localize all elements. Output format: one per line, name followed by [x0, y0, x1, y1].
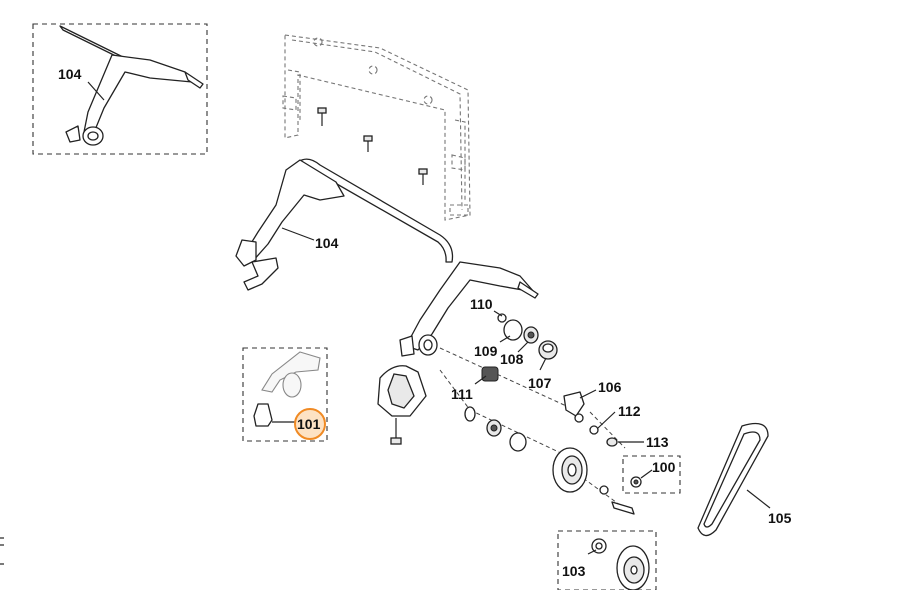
belt-105 — [697, 422, 771, 537]
detail-box-101 — [242, 347, 328, 442]
callout-110[interactable]: 110 — [470, 296, 493, 312]
detail-box-104 — [32, 23, 208, 155]
callout-112[interactable]: 112 — [618, 403, 641, 419]
callout-113[interactable]: 113 — [646, 434, 669, 450]
callout-106[interactable]: 106 — [598, 379, 622, 395]
detail-box-103 — [557, 530, 657, 590]
assembly-axes — [439, 347, 626, 506]
callout-leaders — [474, 310, 644, 443]
callout-104-detail[interactable]: 104 — [58, 66, 82, 82]
callout-108[interactable]: 108 — [500, 351, 524, 367]
callout-104-main[interactable]: 104 — [315, 235, 339, 251]
frame-screws — [317, 107, 428, 185]
wheel-guard — [377, 365, 427, 445]
callout-105[interactable]: 105 — [768, 510, 792, 526]
detail-box-100 — [622, 455, 681, 494]
highlight-101-circle[interactable] — [294, 408, 326, 440]
callout-100[interactable]: 100 — [652, 459, 676, 475]
edge-mark — [0, 537, 4, 565]
handle-assembly-104 — [235, 158, 539, 357]
callout-107[interactable]: 107 — [528, 375, 552, 391]
axle-parts — [464, 313, 618, 452]
callout-111[interactable]: 111 — [451, 386, 473, 402]
callout-101[interactable]: 101 — [297, 416, 321, 432]
drive-gear — [552, 447, 635, 515]
callout-109[interactable]: 109 — [474, 343, 498, 359]
callout-103[interactable]: 103 — [562, 563, 586, 579]
frame-ghost — [282, 34, 471, 221]
